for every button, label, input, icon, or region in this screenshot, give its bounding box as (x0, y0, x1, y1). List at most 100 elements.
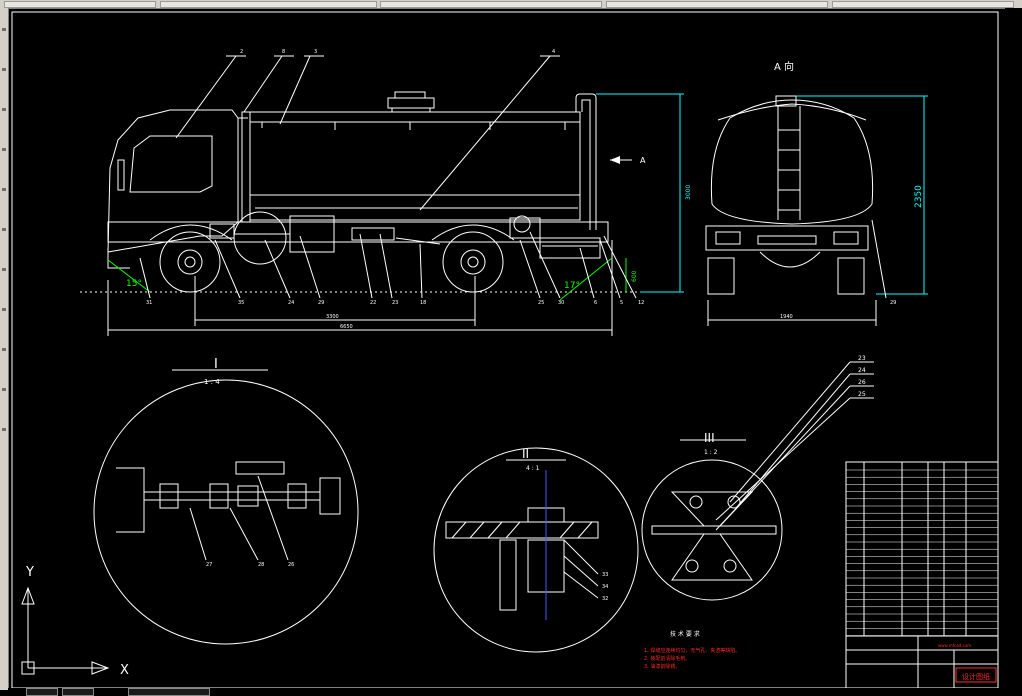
rear-wheel (442, 231, 504, 293)
dim-end-width: 1940 (780, 314, 793, 320)
leader (229, 507, 259, 561)
leader (264, 239, 291, 299)
tail-light-left (715, 231, 741, 245)
balloon-d1-2: 28 (258, 562, 264, 568)
detail-1-union (209, 483, 229, 509)
detail-2-title: II (522, 447, 529, 461)
rear-step (539, 237, 601, 259)
leader (243, 55, 283, 113)
leader (579, 247, 595, 299)
tech-note-1: 1. 焊缝应连续均匀，无气孔、夹渣等缺陷。 (644, 647, 740, 654)
palette-tool[interactable] (2, 108, 6, 111)
leader (529, 231, 561, 299)
rear-fender (431, 224, 515, 241)
detail-2 (433, 447, 639, 653)
rear-hub (460, 249, 486, 275)
balloon-bottom-3: 24 (288, 300, 294, 306)
balloon-top-3: 3 (314, 49, 317, 55)
cab-outline (107, 109, 239, 253)
balloon-bottom-4: 29 (318, 300, 324, 306)
palette-tool[interactable] (2, 28, 6, 31)
side-view (80, 55, 684, 336)
toolbar-group-2[interactable] (160, 1, 377, 8)
leader (871, 219, 887, 299)
leader (419, 243, 423, 299)
pump (351, 227, 395, 241)
detail-1-handle (235, 461, 285, 475)
hatch (469, 521, 485, 539)
hatch (577, 521, 593, 539)
view-arrow-label: A (640, 156, 646, 165)
palette-tool[interactable] (2, 428, 6, 431)
rear-bumper (705, 225, 869, 251)
left-tool-palette[interactable] (0, 8, 9, 690)
detail-3-plate-bottom (671, 533, 753, 581)
leader (419, 55, 551, 211)
balloon-bottom-1: 31 (146, 300, 152, 306)
leader (214, 239, 241, 299)
toolbar-group-3[interactable] (380, 1, 602, 8)
hatch (559, 521, 575, 539)
spare-wheel (233, 211, 287, 265)
rear-pipe (575, 93, 597, 230)
leader (175, 55, 237, 139)
rear-tyre-right (837, 257, 865, 295)
leader (299, 235, 321, 299)
leader (379, 233, 393, 299)
end-view (705, 95, 928, 326)
departure-angle-line (559, 257, 613, 301)
balloon-bottom-5: 22 (370, 300, 376, 306)
detail-1-circle (93, 379, 359, 645)
palette-tool[interactable] (2, 188, 6, 191)
parts-rows (846, 469, 998, 636)
bumper (107, 248, 130, 269)
leader (729, 361, 851, 503)
leader (563, 555, 599, 587)
palette-tool[interactable] (2, 228, 6, 231)
leader (279, 55, 311, 125)
detail-3-bolt (723, 559, 737, 573)
detail-2-scale: 4 : 1 (526, 465, 540, 472)
balloon-bottom-11: 5 (620, 300, 623, 306)
toolbar-group-5[interactable] (832, 1, 1014, 8)
front-fender (149, 224, 233, 241)
top-toolbar-strip[interactable] (0, 0, 1022, 9)
parts-list-frame (845, 461, 999, 689)
title-stamp-box (955, 667, 997, 683)
tank-body (249, 111, 581, 221)
tool-box (289, 215, 335, 253)
rear-axle (467, 256, 479, 268)
leader (563, 539, 599, 575)
dim-overall-length: 6650 (340, 324, 353, 330)
toolbar-group-4[interactable] (606, 1, 828, 8)
battery (209, 223, 235, 239)
manhole-cover (394, 91, 426, 99)
detail-3-plate-top (670, 491, 754, 527)
detail-3-scale: 1 : 2 (704, 449, 718, 456)
palette-tool[interactable] (2, 148, 6, 151)
manhole (387, 97, 435, 109)
ucs-origin-box (21, 661, 35, 675)
title-stamp: 设计图纸 (962, 672, 990, 681)
detail-1-valve (237, 485, 259, 507)
balloon-top-2: 8 (282, 49, 285, 55)
parts-list (845, 461, 999, 689)
palette-tool[interactable] (2, 68, 6, 71)
detail-1-union (159, 483, 179, 509)
palette-tool[interactable] (2, 348, 6, 351)
balloon-bottom-8: 25 (538, 300, 544, 306)
ucs-x-label: X (120, 663, 129, 678)
palette-tool[interactable] (2, 308, 6, 311)
palette-tool[interactable] (2, 268, 6, 271)
layout-tabs-strip[interactable] (8, 688, 1008, 696)
leader (519, 239, 541, 299)
palette-tool[interactable] (2, 388, 6, 391)
end-view-title: A 向 (774, 60, 794, 73)
dim-height-end: 2350 (914, 185, 924, 208)
tank-top-line (717, 103, 867, 121)
chassis-frame (107, 221, 609, 243)
view-arrowhead (610, 156, 620, 164)
toolbar-group-1[interactable] (4, 1, 156, 8)
balloon-bottom-10: 6 (594, 300, 597, 306)
